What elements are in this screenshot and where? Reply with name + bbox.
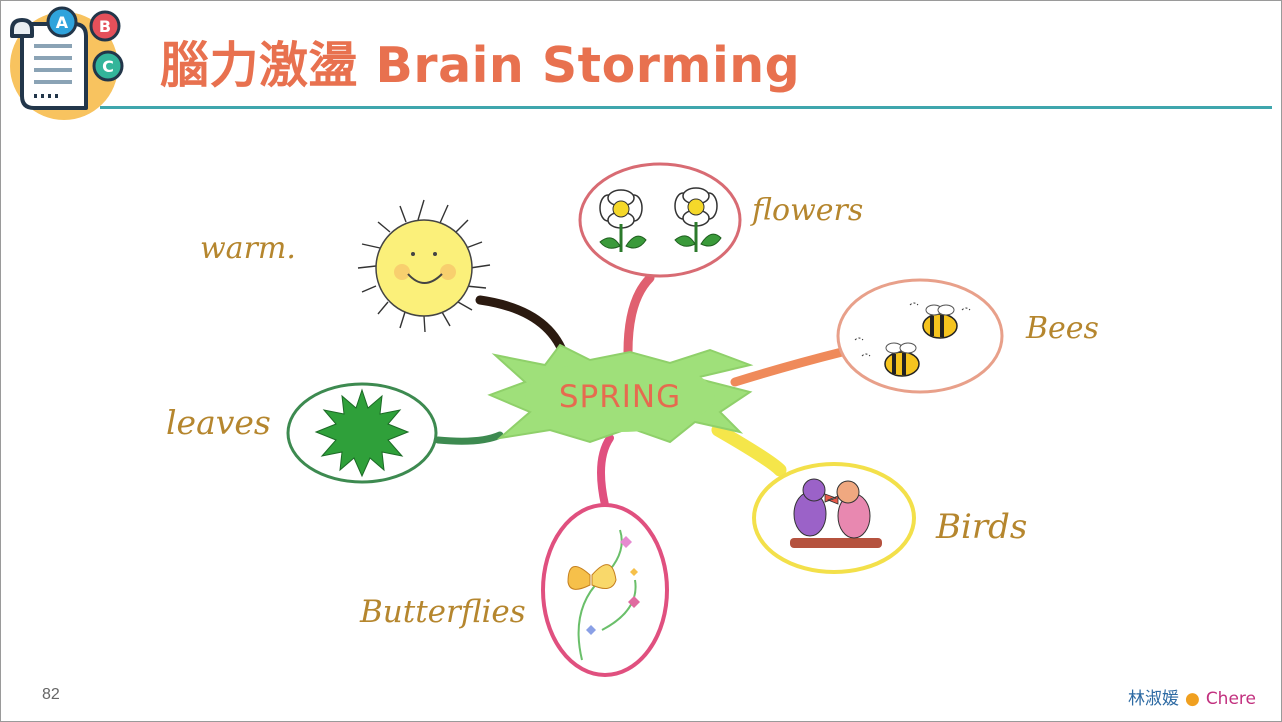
- badge-a: A: [46, 6, 78, 38]
- bees-node: [836, 278, 1004, 394]
- connector-birds: [711, 423, 787, 477]
- branch-label-leaves: leaves: [166, 403, 271, 442]
- sun-icon: [357, 199, 491, 333]
- footer-separator-dot: ●: [1184, 689, 1200, 709]
- title-underline: [100, 106, 1272, 109]
- slide-title: 腦力激盪 Brain Storming: [160, 37, 801, 94]
- spring-mind-map: SPRING warm.: [166, 162, 1099, 677]
- svg-text:A: A: [56, 13, 69, 32]
- svg-text:B: B: [99, 17, 111, 36]
- svg-text:C: C: [102, 57, 114, 76]
- bees-icon: [854, 302, 971, 377]
- branch-label-birds: Birds: [935, 507, 1027, 547]
- birds-icon: [790, 478, 882, 548]
- butterfly-icon: [567, 529, 640, 661]
- connector-warm: [475, 295, 570, 363]
- connector-butterflies: [597, 434, 614, 509]
- spring-center-node: SPRING: [487, 343, 754, 444]
- connector-flowers: [623, 273, 655, 357]
- connector-leaves: [434, 431, 504, 445]
- branch-label-butterflies: Butterflies: [359, 594, 526, 630]
- branch-label-bees: Bees: [1025, 311, 1099, 346]
- flowers-node: [578, 162, 742, 278]
- butterflies-node: [541, 503, 669, 677]
- connector-bees: [730, 347, 847, 387]
- daisy-flowers-icon: [599, 187, 722, 252]
- birds-node: [752, 462, 916, 574]
- slide-footer: 林淑媛●Chere: [1128, 684, 1256, 709]
- leaf-burst-icon: [314, 388, 410, 478]
- badge-b: B: [89, 10, 121, 42]
- branch-label-warm: warm.: [200, 231, 296, 266]
- footer-author: 林淑媛: [1127, 689, 1179, 709]
- quiz-logo-icon: A B C: [10, 6, 124, 120]
- page-number: 82: [42, 686, 60, 703]
- center-label: SPRING: [559, 379, 681, 415]
- leaves-node: [286, 382, 438, 484]
- footer-nickname: Chere: [1205, 689, 1256, 709]
- badge-c: C: [92, 50, 124, 82]
- branch-label-flowers: flowers: [750, 193, 863, 228]
